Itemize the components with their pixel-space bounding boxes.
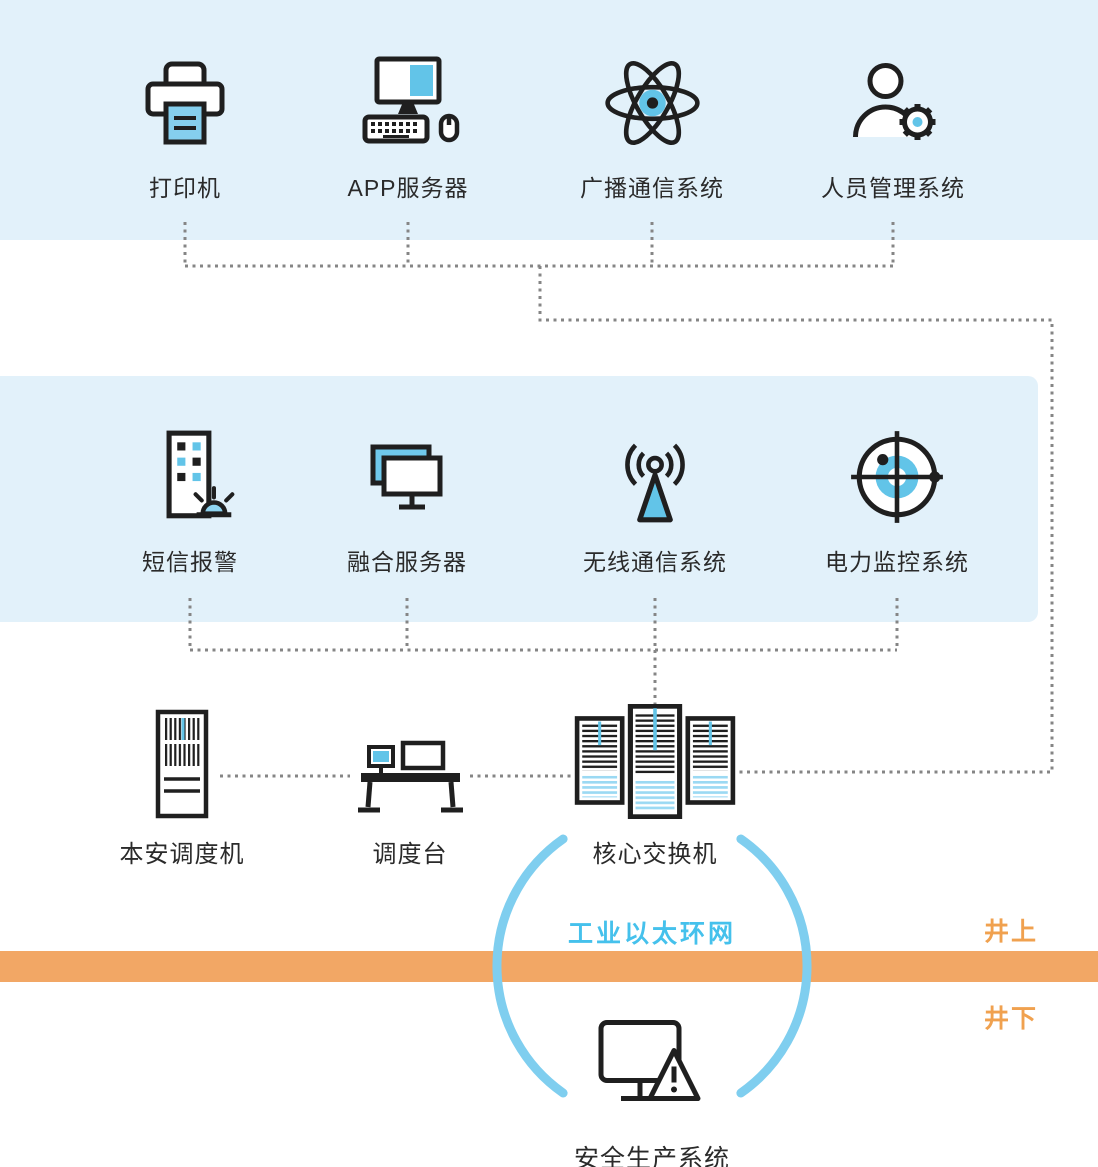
node-personnel-mgmt: 人员管理系统	[773, 42, 1013, 203]
node-app-server: APP服务器	[288, 42, 528, 203]
personnel-mgmt-icon	[841, 42, 946, 154]
node-sms-alarm: 短信报警	[70, 416, 310, 577]
above-ground-label: 井上	[984, 918, 1039, 946]
power-monitor-icon	[846, 416, 948, 528]
node-label: 打印机	[149, 175, 221, 201]
node-safety-system: 安全生产系统	[532, 1012, 772, 1167]
below-ground-label: 井下	[984, 1005, 1039, 1033]
node-power-monitor: 电力监控系统	[777, 416, 1017, 577]
safety-system-icon	[595, 1012, 710, 1124]
fusion-server-icon	[353, 416, 461, 528]
sms-alarm-icon	[138, 416, 243, 528]
node-printer: 打印机	[65, 42, 305, 203]
node-core-switch: 核心交换机	[535, 704, 775, 869]
node-label: 广播通信系统	[580, 175, 724, 201]
broadcast-comm-icon	[600, 42, 705, 154]
node-label: 融合服务器	[347, 549, 467, 575]
node-label: 本安调度机	[119, 841, 245, 868]
ethernet-ring-label: 工业以太环网	[567, 920, 736, 948]
dispatch-console-icon	[353, 704, 468, 819]
node-label: 电力监控系统	[825, 549, 969, 575]
surface-boundary-bar	[0, 951, 1098, 982]
wireless-comm-icon	[604, 416, 706, 528]
node-label: APP服务器	[347, 175, 469, 201]
node-label: 人员管理系统	[821, 175, 965, 201]
node-dispatch-console: 调度台	[290, 704, 530, 869]
node-broadcast-comm: 广播通信系统	[532, 42, 772, 203]
app-server-icon	[352, 42, 464, 154]
node-dispatch-machine: 本安调度机	[62, 704, 302, 869]
dispatch-machine-icon	[142, 704, 222, 819]
node-wireless-comm: 无线通信系统	[535, 416, 775, 577]
node-label: 安全生产系统	[573, 1145, 730, 1167]
node-label: 调度台	[372, 841, 448, 868]
node-label: 短信报警	[142, 549, 238, 575]
printer-icon	[135, 42, 235, 154]
core-switch-icon	[573, 704, 737, 819]
node-label: 核心交换机	[592, 841, 718, 868]
node-label: 无线通信系统	[583, 549, 727, 575]
node-fusion-server: 融合服务器	[287, 416, 527, 577]
